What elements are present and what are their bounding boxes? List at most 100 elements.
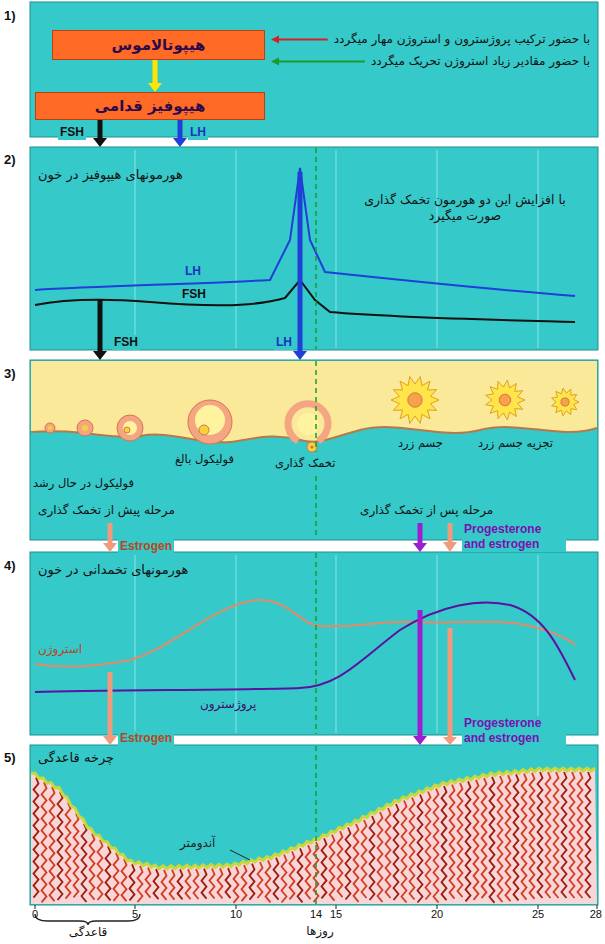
hormone-arrow-shaft [108, 523, 113, 540]
uterus-panel: چرخه قاعدگی [30, 745, 598, 905]
panel-ground [30, 2, 598, 137]
hormone-arrow [93, 350, 107, 360]
callout-number: 1) [4, 8, 16, 24]
corpus-luteum [499, 394, 511, 406]
endometrial-gland [586, 772, 591, 898]
endometrial-gland [530, 773, 535, 899]
arrow-label: LH [274, 335, 294, 350]
follicle [82, 425, 88, 431]
axis-title: روزها [306, 924, 333, 939]
panel-text: مرحله پیش از تخمک گذاری [38, 503, 175, 518]
follicle [117, 415, 143, 441]
endometrial-gland [250, 864, 255, 900]
arrow-shaft [108, 735, 113, 736]
endometrial-gland [506, 775, 511, 901]
endometrial-gland [570, 772, 575, 898]
panel-ground [30, 360, 598, 540]
endometrial-gland [434, 789, 439, 903]
endometrial-gland [498, 776, 503, 902]
hormone-arrow-shaft [298, 172, 303, 350]
arrowhead [93, 351, 107, 360]
hormone-arrow [103, 540, 117, 552]
endometrial-gland [458, 783, 463, 897]
callout-number: 3) [4, 366, 16, 382]
follicle [188, 400, 232, 444]
endometrial-gland [466, 781, 471, 901]
arrow-label: Estrogen [118, 539, 174, 554]
hormone-arrow [173, 120, 187, 147]
endometrial-gland [426, 792, 431, 900]
arrowhead [103, 736, 117, 745]
hormone-arrow [148, 60, 162, 92]
axis-number: 0 [32, 908, 38, 922]
endometrial-gland [178, 869, 183, 899]
endometrial-gland [418, 795, 423, 903]
follicle [48, 426, 52, 430]
hormone-arrow [103, 735, 117, 745]
corpus-luteum [408, 393, 422, 407]
arrowhead [93, 138, 107, 147]
arrow-shaft [153, 60, 158, 83]
bracket-label: قاعدگی [69, 925, 108, 940]
box-title: هیپوفیز قدامی [95, 97, 206, 116]
hormone-curve [35, 168, 575, 296]
axis-number: 5 [132, 908, 138, 922]
follicle [288, 404, 328, 441]
arrow-shaft [108, 540, 113, 543]
corpus-luteum [561, 398, 569, 406]
arrow-label: Progesterone and estrogen [462, 716, 566, 746]
endometrial-gland [138, 866, 143, 902]
endometrial-gland [274, 858, 279, 900]
hormone-panel: هورمونهای تخمدانی در خون [30, 552, 598, 735]
panel-text: هورمونهای هیپوفیز در خون [38, 167, 183, 183]
endometrial-gland [258, 862, 263, 898]
endometrial-gland [74, 813, 79, 897]
arrow-shaft [298, 350, 303, 351]
hormone-arrow [413, 735, 427, 745]
day-14-line [315, 361, 317, 452]
panel-ground [30, 2, 598, 905]
endometrium [31, 768, 597, 904]
follicle [195, 405, 225, 435]
feedback-arrow [278, 61, 365, 63]
callout-number: 5) [4, 750, 16, 766]
endometrial-gland [98, 840, 103, 900]
endometrial-gland [114, 853, 119, 901]
endometrium [31, 768, 597, 904]
endometrial-gland [34, 778, 39, 898]
curve-label: FSH [182, 287, 206, 302]
hormone-panel: با حضور ترکیب پروژسترون و استروژن مهار م… [30, 2, 598, 137]
endometrial-gland [386, 808, 391, 898]
grid-line [135, 555, 136, 733]
panel-text: با حضور مقادیر زیاد استروژن تحریک میگردد [371, 54, 590, 69]
follicle [45, 423, 55, 433]
endometrial-gland [538, 772, 543, 898]
hormone-curve [35, 280, 575, 322]
ovary-tissue [31, 361, 597, 442]
endometrial-gland [490, 777, 495, 903]
hormone-arrow-shaft [418, 610, 423, 735]
arrow-shaft [418, 540, 423, 543]
endometrial-gland [66, 803, 71, 899]
endometrial-gland [82, 824, 87, 902]
follicle [124, 427, 130, 433]
hormone-curve [35, 600, 575, 667]
arrowhead [413, 736, 427, 745]
arrow-label: FSH [58, 125, 86, 140]
endometrial-gland [186, 869, 191, 899]
panel-ground [30, 745, 598, 905]
arrowhead [413, 543, 427, 552]
endometrial-gland [554, 772, 559, 898]
endometrial-gland [58, 792, 63, 900]
follicle [77, 420, 93, 436]
panel-text: با افزایش این دو هورمون تخمک گذاری صورت … [360, 192, 570, 223]
estrogen-arrowhead [443, 542, 457, 552]
endometrial-gland [170, 870, 175, 900]
endometrial-gland [362, 820, 367, 898]
endometrial-gland [522, 774, 527, 900]
endometrial-gland [218, 868, 223, 898]
panel-text: هورمونهای تخمدانی در خون [38, 562, 188, 578]
follicle [45, 400, 328, 452]
